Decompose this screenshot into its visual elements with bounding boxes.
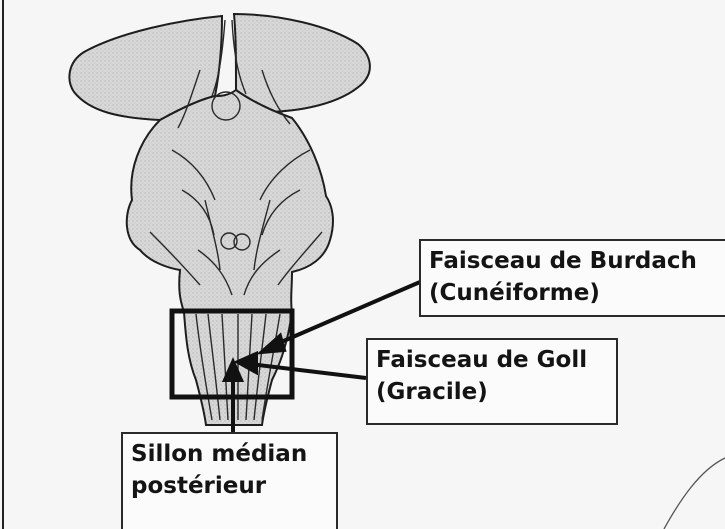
right-hemisphere	[234, 14, 370, 112]
goll-subtitle: (Gracile)	[376, 376, 608, 408]
burdach-subtitle: (Cunéiforme)	[429, 277, 725, 309]
brainstem-illustration	[69, 14, 369, 425]
sillon-title: Sillon médian	[131, 438, 328, 470]
pons	[127, 90, 333, 312]
corner-stroke	[664, 458, 725, 529]
sillon-subtitle: postérieur	[131, 470, 328, 502]
goll-title: Faisceau de Goll	[376, 344, 608, 376]
label-faisceau-burdach: Faisceau de Burdach (Cunéiforme)	[419, 239, 725, 317]
label-sillon-median: Sillon médian postérieur	[121, 432, 338, 529]
burdach-title: Faisceau de Burdach	[429, 245, 725, 277]
label-faisceau-goll: Faisceau de Goll (Gracile)	[366, 338, 618, 425]
